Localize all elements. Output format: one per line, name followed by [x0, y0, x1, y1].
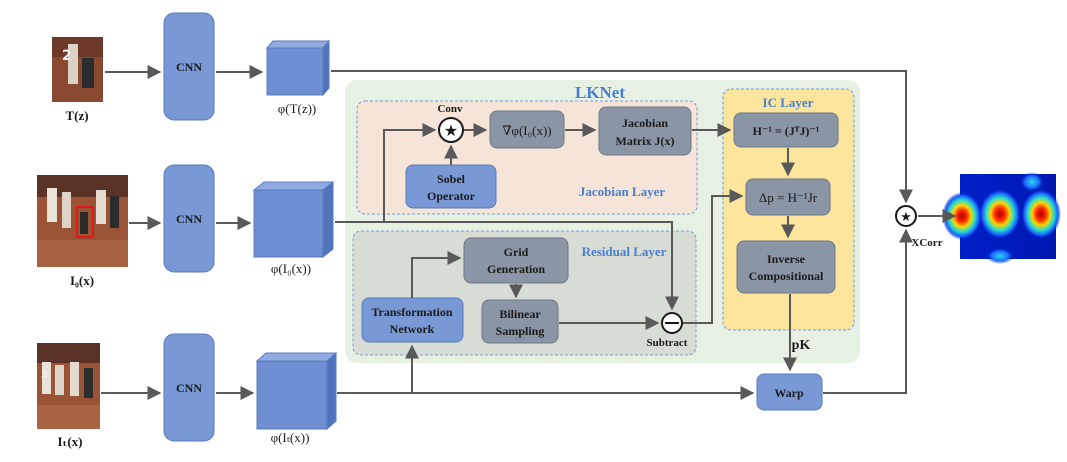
feature-label-target: φ(Iₜ(x)) — [271, 430, 310, 445]
cnn-block-source: CNN — [163, 164, 215, 273]
feature-cube-source — [252, 180, 335, 259]
svg-text:Network: Network — [390, 322, 435, 336]
feature-cube-template — [265, 39, 331, 97]
transformation-network-box: Transformation Network — [361, 297, 464, 343]
svg-text:Transformation: Transformation — [371, 305, 452, 319]
target-label: Iₜ(x) — [57, 434, 82, 449]
source-image — [37, 175, 128, 267]
hessian-box: H⁻¹ = (JᵀJ)⁻¹ — [733, 112, 839, 148]
svg-text:★: ★ — [900, 210, 912, 225]
conv-label: Conv — [437, 103, 463, 115]
svg-text:Compositional: Compositional — [749, 269, 824, 283]
svg-text:Sobel: Sobel — [437, 172, 466, 186]
subtract-operator — [661, 312, 683, 334]
template-label: T(z) — [65, 108, 88, 123]
feature-label-source: φ(I₀(x)) — [271, 261, 311, 276]
residual-layer-title: Residual Layer — [582, 244, 667, 259]
lknet-title: LKNet — [575, 83, 625, 102]
template-image: 2 — [52, 37, 103, 102]
response-map — [942, 172, 1061, 264]
feature-cube-target — [255, 351, 338, 431]
subtract-label: Subtract — [647, 337, 688, 349]
svg-text:Sampling: Sampling — [496, 324, 545, 338]
svg-text:3: 3 — [41, 370, 48, 381]
xcorr-label: XCorr — [911, 237, 942, 249]
sobel-operator-box: Sobel Operator — [405, 164, 497, 209]
grid-generation-box: Grid Generation — [463, 237, 569, 284]
xcorr-operator: ★ — [895, 205, 917, 227]
connectors — [101, 65, 957, 400]
source-label: I₀(x) — [70, 273, 94, 288]
feature-label-template: φ(T(z)) — [278, 101, 317, 116]
jacobian-layer-title: Jacobian Layer — [579, 184, 666, 199]
svg-text:CNN: CNN — [176, 60, 202, 74]
svg-text:CNN: CNN — [176, 381, 202, 395]
jacobian-matrix-box: Jacobian Matrix J(x) — [598, 106, 692, 156]
svg-text:2: 2 — [62, 48, 72, 64]
bilinear-sampling-box: Bilinear Sampling — [481, 299, 559, 344]
svg-text:CNN: CNN — [176, 212, 202, 226]
svg-text:∇φ(I₀(x)): ∇φ(I₀(x)) — [502, 123, 551, 138]
svg-text:Bilinear: Bilinear — [499, 307, 541, 321]
svg-text:Inverse: Inverse — [767, 252, 806, 266]
ic-layer-title: IC Layer — [763, 95, 814, 110]
pk-label: pK — [792, 338, 811, 353]
svg-text:Generation: Generation — [487, 262, 545, 276]
conv-operator: ★ — [438, 117, 464, 143]
svg-text:★: ★ — [444, 121, 458, 140]
svg-text:Jacobian: Jacobian — [622, 116, 668, 130]
delta-p-box: Δp = H⁻¹Jr — [745, 178, 831, 216]
cnn-block-target: CNN — [163, 333, 215, 442]
svg-text:Δp = H⁻¹Jr: Δp = H⁻¹Jr — [759, 190, 818, 205]
warp-box: Warp — [756, 373, 823, 411]
cnn-block-template: CNN — [163, 12, 215, 121]
svg-text:Operator: Operator — [427, 189, 476, 203]
svg-text:Warp: Warp — [774, 386, 804, 400]
inverse-compositional-box: Inverse Compositional — [736, 240, 836, 294]
svg-text:H⁻¹ = (JᵀJ)⁻¹: H⁻¹ = (JᵀJ)⁻¹ — [753, 124, 820, 138]
svg-text:Grid: Grid — [504, 245, 529, 259]
target-image: 3 — [37, 343, 100, 429]
gradient-box: ∇φ(I₀(x)) — [489, 110, 565, 149]
svg-text:Matrix J(x): Matrix J(x) — [616, 134, 675, 148]
